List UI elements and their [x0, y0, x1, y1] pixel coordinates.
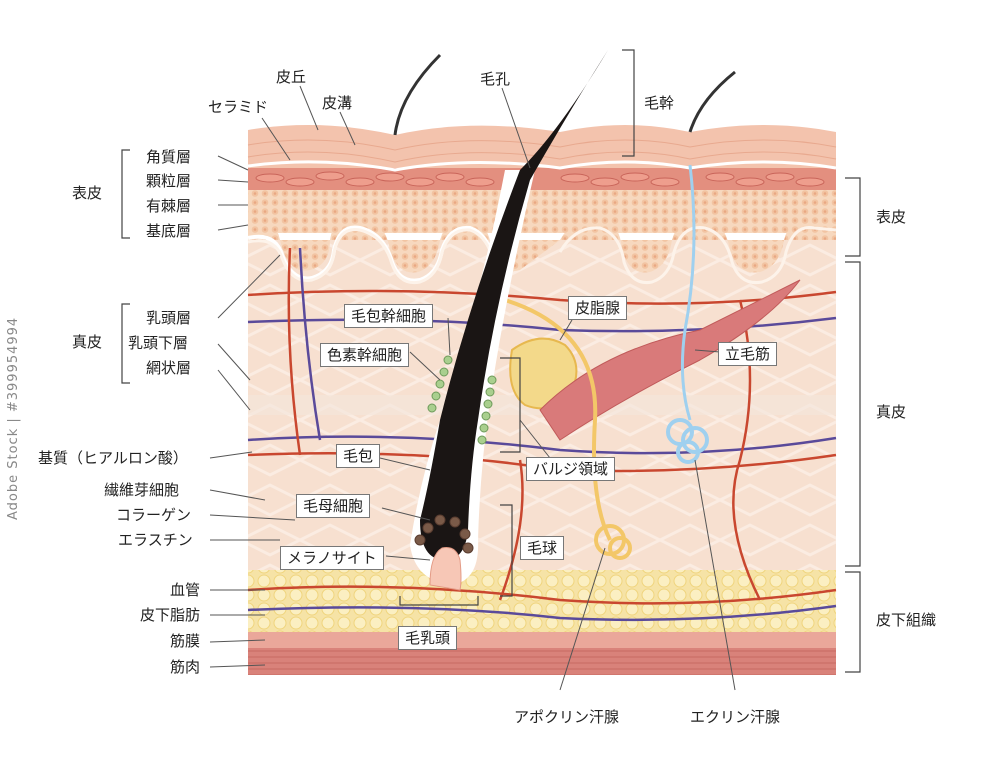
brackets — [121, 49, 861, 673]
hair-shape — [420, 50, 608, 560]
label-stratum-granulosum: 顆粒層 — [146, 172, 192, 190]
label-stratum-spinosum: 有棘層 — [146, 197, 192, 215]
label-eccrine-gland: エクリン汗腺 — [690, 708, 781, 726]
label-hair-follicle-stem-cell: 毛包幹細胞 — [344, 304, 434, 328]
label-reticular-layer: 網状層 — [146, 359, 192, 377]
label-skin-hill: 皮丘 — [276, 68, 307, 86]
label-elastin: エラスチン — [118, 531, 193, 549]
label-epidermis-right: 表皮 — [876, 208, 907, 226]
label-hair-matrix-cell: 毛母細胞 — [296, 494, 371, 518]
melanocyte-cells — [414, 514, 474, 554]
label-sebaceous-gland: 皮脂腺 — [568, 296, 628, 320]
label-fibroblast: 繊維芽細胞 — [104, 481, 180, 499]
eccrine-duct — [680, 164, 696, 421]
label-skin-groove: 皮溝 — [322, 94, 353, 112]
apocrine-duct — [504, 298, 612, 541]
label-stratum-corneum: 角質層 — [146, 148, 192, 166]
label-dermal-papilla: 毛乳頭 — [398, 626, 458, 650]
label-stratum-basale: 基底層 — [146, 222, 192, 240]
label-ceramide: セラミド — [208, 98, 269, 116]
label-fascia: 筋膜 — [170, 632, 201, 650]
label-papillary-layer: 乳頭層 — [146, 309, 192, 327]
label-hair-follicle: 毛包 — [336, 444, 381, 468]
label-subpapillary-layer: 乳頭下層 — [128, 334, 189, 352]
label-subcutaneous-tissue: 皮下組織 — [876, 611, 937, 629]
label-dermis-left: 真皮 — [72, 333, 103, 351]
leader-lines — [209, 85, 736, 691]
arrector-pili-shape — [539, 279, 801, 441]
label-matrix: 基質（ヒアルロン酸） — [38, 449, 188, 467]
label-epidermis-left: 表皮 — [72, 184, 103, 202]
fascia-layer — [248, 632, 836, 648]
label-bulge-region: バルジ領域 — [526, 457, 616, 481]
label-blood-vessel: 血管 — [170, 581, 201, 599]
label-collagen: コラーゲン — [116, 506, 192, 524]
hair-right — [688, 70, 736, 133]
stock-watermark: Adobe Stock | #399954994 — [6, 316, 21, 520]
label-muscle: 筋肉 — [170, 658, 201, 676]
label-melanocyte: メラノサイト — [280, 546, 384, 570]
stem-cells — [427, 355, 497, 445]
muscle-layer — [248, 648, 836, 675]
label-dermis-right: 真皮 — [876, 403, 907, 421]
label-arrector-pili: 立毛筋 — [718, 342, 778, 366]
hair-left — [393, 53, 442, 136]
label-hair-shaft: 毛幹 — [644, 94, 675, 112]
label-apocrine-gland: アポクリン汗腺 — [514, 708, 620, 726]
label-pore: 毛孔 — [480, 70, 511, 88]
label-melanocyte-stem-cell: 色素幹細胞 — [320, 343, 410, 367]
label-subcutaneous-fat: 皮下脂肪 — [140, 606, 201, 624]
label-hair-bulb: 毛球 — [520, 536, 565, 560]
